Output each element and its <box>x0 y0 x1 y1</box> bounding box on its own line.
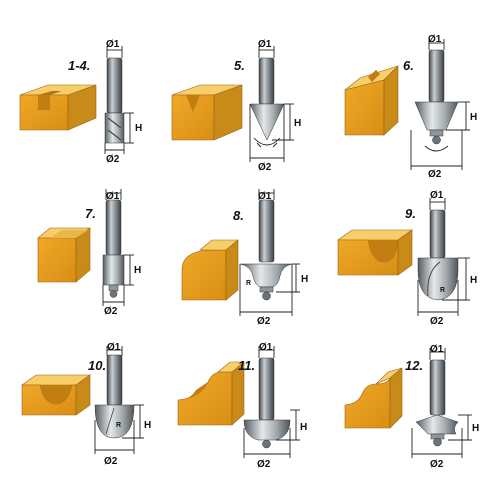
wood-block-ogee-cove <box>177 361 245 426</box>
height-label: H <box>144 420 151 431</box>
item-1-4: 1-4. Ø1 Ø2 H <box>19 39 142 165</box>
wood-block-v-groove <box>171 84 243 141</box>
wood-block-ogee <box>344 367 403 429</box>
shank-diameter-label: Ø1 <box>258 191 272 202</box>
bit-label: 12. <box>405 358 423 373</box>
router-bit <box>94 354 135 439</box>
router-bit <box>104 57 125 144</box>
cut-diameter-label: Ø2 <box>430 459 444 470</box>
bit-label: 1-4. <box>68 58 90 73</box>
dimension-lines <box>411 348 472 458</box>
wood-block-roundover <box>181 239 239 301</box>
bit-label: 8. <box>233 208 244 223</box>
cut-diameter-label: Ø2 <box>257 459 271 470</box>
router-bit <box>414 49 459 152</box>
height-label: H <box>470 112 477 123</box>
cut-diameter-label: Ø2 <box>106 154 120 165</box>
router-bit <box>415 359 459 447</box>
shank-diameter-label: Ø1 <box>430 344 444 355</box>
dimension-lines <box>102 189 134 306</box>
height-label: H <box>135 123 142 134</box>
height-label: H <box>470 275 477 286</box>
item-6: 6. Ø1 Ø2 H <box>344 34 477 180</box>
wood-block-rabbet <box>37 227 91 283</box>
item-12: 12. Ø1 Ø2 H <box>344 344 479 470</box>
item-10: 10. R Ø1 Ø2 H <box>21 342 151 467</box>
radius-label: R <box>116 422 121 429</box>
shank-diameter-label: Ø1 <box>106 39 120 50</box>
bit-label: 9. <box>405 206 416 221</box>
item-11: 11. Ø1 Ø2 H <box>177 342 307 470</box>
item-7: 7. Ø1 Ø2 H <box>37 189 141 317</box>
bit-label: 7. <box>85 206 96 221</box>
bit-label: 5. <box>234 58 245 73</box>
dimension-lines <box>249 46 294 162</box>
height-label: H <box>472 423 479 434</box>
height-label: H <box>134 265 141 276</box>
router-bit <box>417 209 459 301</box>
item-8: 8. R Ø1 Ø2 H <box>181 189 308 327</box>
dimension-lines <box>243 346 300 458</box>
bit-label: 11. <box>238 358 255 373</box>
cut-diameter-label: Ø2 <box>428 169 442 180</box>
bit-label: 6. <box>403 58 414 73</box>
wood-block-round-groove <box>21 374 91 416</box>
cut-diameter-label: Ø2 <box>257 316 271 327</box>
dimension-lines <box>417 198 470 316</box>
dimension-lines <box>239 189 300 316</box>
cut-diameter-label: Ø2 <box>258 162 272 173</box>
router-bit <box>102 199 125 298</box>
bit-label: 10. <box>88 358 106 373</box>
cut-diameter-label: Ø2 <box>104 456 118 467</box>
router-bit <box>239 199 293 301</box>
item-5: 5. Ø1 Ø2 H <box>171 39 301 173</box>
radius-label: R <box>440 287 445 294</box>
shank-diameter-label: Ø1 <box>259 342 273 353</box>
dimension-lines <box>410 39 470 170</box>
shank-diameter-label: Ø1 <box>258 39 272 50</box>
wood-block-cove <box>337 229 413 276</box>
wood-block-groove <box>19 84 97 131</box>
shank-diameter-label: Ø1 <box>107 342 121 353</box>
cut-diameter-label: Ø2 <box>430 316 444 327</box>
cut-diameter-label: Ø2 <box>104 306 118 317</box>
item-9: 9. R Ø1 Ø2 H <box>337 190 477 327</box>
wood-block-chamfer <box>344 65 399 136</box>
radius-label: R <box>246 280 251 287</box>
shank-diameter-label: Ø1 <box>430 190 444 201</box>
height-label: H <box>301 274 308 285</box>
dimension-lines <box>104 46 134 154</box>
height-label: H <box>294 118 301 129</box>
dimension-lines <box>94 346 144 454</box>
shank-diameter-label: Ø1 <box>428 34 442 45</box>
height-label: H <box>300 422 307 433</box>
shank-diameter-label: Ø1 <box>106 191 120 202</box>
router-bit <box>249 57 285 148</box>
